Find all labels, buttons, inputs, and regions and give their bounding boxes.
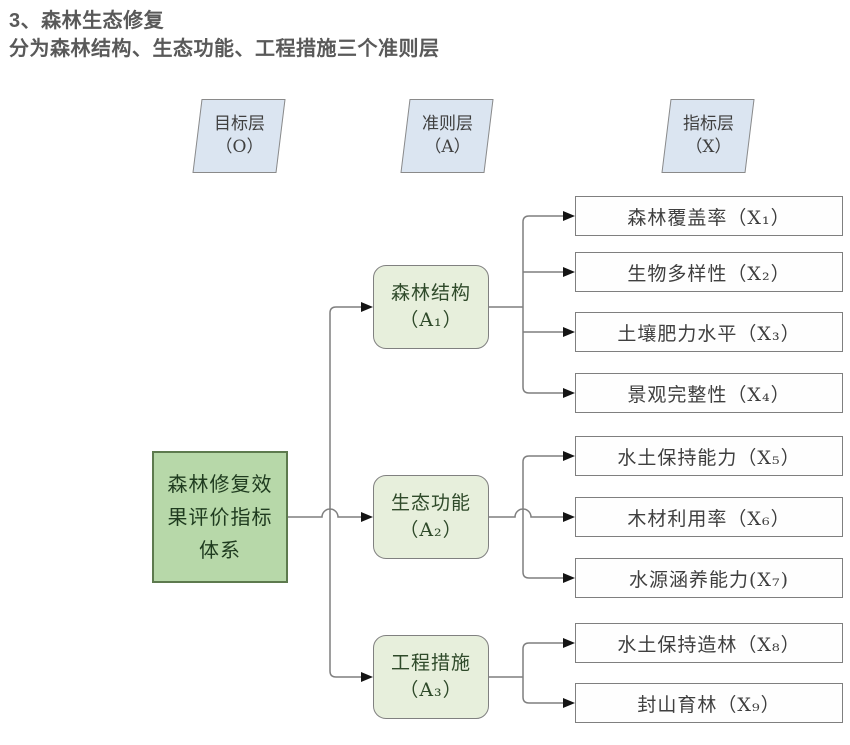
criteria-a1-code: （A₁） bbox=[399, 309, 463, 331]
layer-header-goal: 目标层 （O） bbox=[192, 99, 286, 173]
page-subtitle: 分为森林结构、生态功能、工程措施三个准则层 bbox=[9, 38, 440, 60]
indicator-node-x7: 水源涵养能力(X₇) bbox=[575, 558, 843, 598]
layer-header-criteria: 准则层 （A） bbox=[400, 99, 494, 173]
layer-indicator-code: （X） bbox=[684, 137, 732, 157]
layer-criteria-label: 准则层 bbox=[421, 114, 473, 134]
goal-node: 森林修复效果评价指标体系 bbox=[152, 451, 288, 583]
indicator-node-x8: 水土保持造林（X₈） bbox=[575, 623, 843, 663]
indicator-trunk-2 bbox=[522, 455, 563, 579]
indicator-node-x5: 水土保持能力（X₅） bbox=[575, 436, 843, 476]
arrow-into-x6 bbox=[563, 512, 575, 522]
indicator-trunk-1 bbox=[522, 215, 563, 394]
arrow-into-x5 bbox=[563, 451, 575, 461]
arrowheads bbox=[361, 211, 575, 708]
layer-criteria-code: （A） bbox=[423, 137, 471, 157]
arrow-into-a1 bbox=[361, 302, 373, 312]
criteria-a3-label: 工程措施 bbox=[390, 652, 471, 674]
indicator-node-x2: 生物多样性（X₂） bbox=[575, 252, 843, 292]
layer-goal-label: 目标层 bbox=[213, 114, 265, 134]
arrow-into-x8 bbox=[563, 638, 575, 648]
criteria-node-a1: 森林结构 （A₁） bbox=[373, 265, 489, 349]
criteria-a2-code: （A₂） bbox=[399, 519, 463, 541]
layer-indicator-label: 指标层 bbox=[682, 114, 734, 134]
criteria-a3-code: （A₃） bbox=[399, 679, 463, 701]
arrow-into-x9 bbox=[563, 698, 575, 708]
arrow-into-x4 bbox=[563, 388, 575, 398]
indicator-node-x1: 森林覆盖率（X₁） bbox=[575, 196, 843, 236]
arrow-into-a3 bbox=[361, 672, 373, 682]
goal-feed-line bbox=[288, 508, 361, 518]
criteria-node-a2: 生态功能 （A₂） bbox=[373, 475, 489, 559]
criteria-a1-label: 森林结构 bbox=[390, 282, 471, 304]
layer-goal-code: （O） bbox=[215, 137, 263, 157]
arrow-into-x2 bbox=[563, 267, 575, 277]
arrow-into-x1 bbox=[563, 211, 575, 221]
arrow-into-x3 bbox=[563, 327, 575, 337]
criteria-node-a3: 工程措施 （A₃） bbox=[373, 635, 489, 719]
indicator-node-x3: 土壤肥力水平（X₃） bbox=[575, 312, 843, 352]
indicator-node-x6: 木材利用率（X₆） bbox=[575, 497, 843, 537]
arrow-into-x7 bbox=[563, 573, 575, 583]
indicator-node-x4: 景观完整性（X₄） bbox=[575, 373, 843, 413]
arrow-into-a2 bbox=[361, 512, 373, 522]
page-title: 3、森林生态修复 bbox=[9, 10, 165, 32]
criteria-a2-label: 生态功能 bbox=[390, 492, 471, 514]
criteria-trunk-line bbox=[329, 306, 361, 678]
indicator-trunk-3 bbox=[522, 642, 563, 704]
a2-feed-line bbox=[489, 508, 563, 518]
layer-header-indicator: 指标层 （X） bbox=[661, 99, 755, 173]
indicator-node-x9: 封山育林（X₉） bbox=[575, 683, 843, 723]
